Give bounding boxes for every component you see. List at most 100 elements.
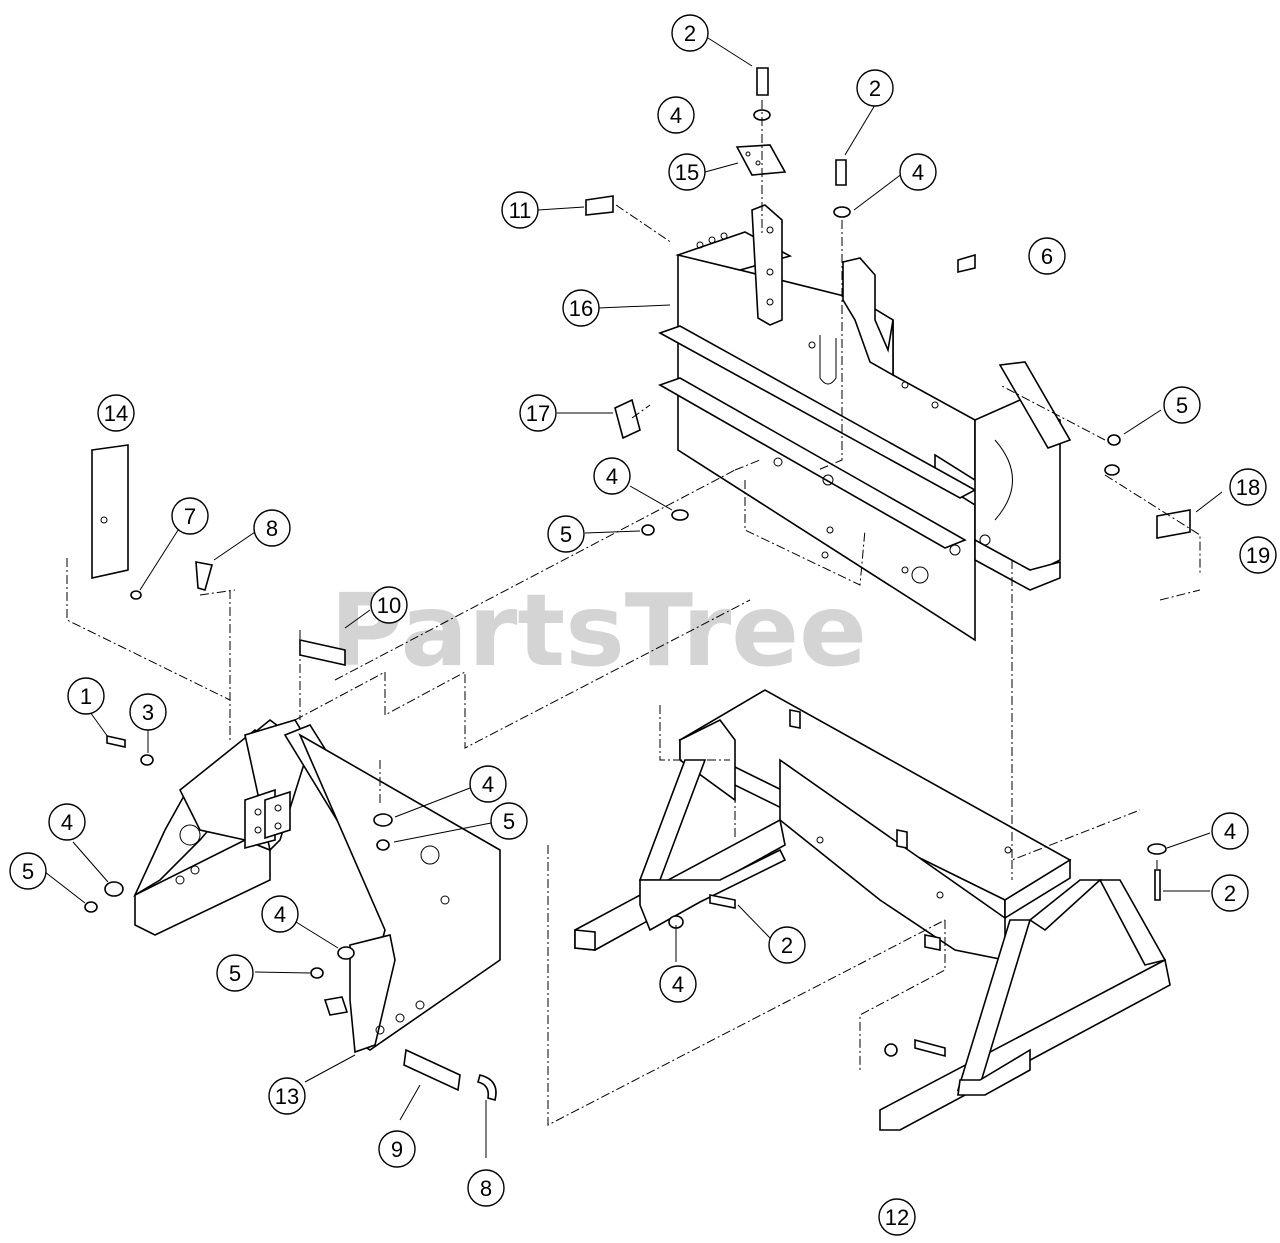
callout-circle (97, 394, 135, 432)
callout-c1: 1 (67, 677, 105, 715)
callout-number: 1 (80, 684, 92, 709)
callout-c2-right-top: 2 (856, 69, 894, 107)
callout-circle (370, 586, 408, 624)
callout-c2-top: 2 (671, 14, 709, 52)
callout-circle (878, 1198, 916, 1236)
callout-circle (48, 803, 86, 841)
callout-circle (768, 926, 806, 964)
callout-circle (501, 191, 539, 229)
callout-c4-left: 4 (48, 803, 86, 841)
left-saddle (133, 718, 501, 1054)
callout-c14: 14 (97, 394, 135, 432)
callout-c16: 16 (562, 289, 600, 327)
callout-number: 16 (569, 296, 593, 321)
callout-circle (467, 1169, 505, 1207)
hardware-left (84, 444, 497, 1101)
callout-number: 4 (482, 772, 494, 797)
stand-assembly (574, 689, 1171, 1131)
callout-number: 5 (22, 859, 34, 884)
callout-number: 19 (1246, 543, 1270, 568)
callout-number: 6 (1041, 244, 1053, 269)
bracket-assembly (658, 204, 1072, 642)
callout-number: 4 (912, 160, 924, 185)
callout-c5-mid: 5 (547, 515, 585, 553)
callout-c5-bottom-left: 5 (216, 954, 254, 992)
callout-number: 12 (885, 1205, 909, 1230)
callout-number: 5 (560, 522, 572, 547)
callout-c5-right: 5 (1163, 386, 1201, 424)
callout-number: 4 (672, 972, 684, 997)
callout-number: 8 (266, 516, 278, 541)
callout-circle (547, 515, 585, 553)
callout-number: 7 (184, 504, 196, 529)
callout-circle (253, 509, 291, 547)
callout-number: 17 (526, 401, 550, 426)
callout-circle (129, 693, 167, 731)
callout-circle (1028, 237, 1066, 275)
callout-number: 5 (229, 961, 241, 986)
callout-circle (856, 69, 894, 107)
assembly-lines (66, 100, 1201, 1126)
callout-c4-bottom-center: 4 (659, 965, 697, 1003)
callout-circle (1229, 468, 1267, 506)
callout-c4-mid: 4 (593, 457, 631, 495)
callout-circle (1239, 536, 1277, 574)
callout-c5-left: 5 (9, 852, 47, 890)
callout-number: 2 (684, 21, 696, 46)
callout-number: 8 (480, 1176, 492, 1201)
callout-c10: 10 (370, 586, 408, 624)
callout-circle (490, 802, 528, 840)
callout-circle (562, 289, 600, 327)
callout-number: 4 (274, 902, 286, 927)
callout-c4-center: 4 (469, 765, 507, 803)
callout-c5-center: 5 (490, 802, 528, 840)
callout-circle (519, 394, 557, 432)
callout-c4-top: 4 (657, 96, 695, 134)
callout-c8-bottom: 8 (467, 1169, 505, 1207)
callout-c2-bottom-center: 2 (768, 926, 806, 964)
callout-number: 14 (104, 401, 128, 426)
callout-circle (668, 153, 706, 191)
callout-number: 10 (377, 593, 401, 618)
callout-number: 2 (781, 933, 793, 958)
callout-c18: 18 (1229, 468, 1267, 506)
callout-c7: 7 (171, 497, 209, 535)
callout-circle (1211, 874, 1249, 912)
watermark: PartsTree (330, 572, 867, 689)
callout-c9: 9 (378, 1130, 416, 1168)
callout-circle (9, 852, 47, 890)
callout-circle (671, 14, 709, 52)
callout-circle (216, 954, 254, 992)
callout-c12: 12 (878, 1198, 916, 1236)
callout-circle (1163, 386, 1201, 424)
leader-lines (44, 37, 1223, 1158)
callout-c4-lower-right: 4 (1211, 812, 1249, 850)
callout-circle (261, 895, 299, 933)
callout-circle (1211, 812, 1249, 850)
callout-number: 11 (509, 198, 532, 223)
callout-c15: 15 (668, 153, 706, 191)
callout-number: 4 (606, 464, 618, 489)
callout-c2-lower-right: 2 (1211, 874, 1249, 912)
callout-number: 2 (1224, 881, 1236, 906)
callout-c8-top: 8 (253, 509, 291, 547)
callout-circle (899, 153, 937, 191)
callout-circle (67, 677, 105, 715)
callout-number: 4 (670, 103, 682, 128)
callout-number: 3 (142, 700, 154, 725)
callout-number: 9 (391, 1137, 403, 1162)
callout-c4-bottom-left: 4 (261, 895, 299, 933)
hardware-top (585, 67, 1191, 539)
callout-number: 4 (1224, 819, 1236, 844)
callout-number: 15 (675, 160, 699, 185)
callout-number: 5 (503, 809, 515, 834)
callout-c6: 6 (1028, 237, 1066, 275)
callout-number: 13 (275, 1084, 299, 1109)
callout-circle (469, 765, 507, 803)
callout-c13: 13 (268, 1077, 306, 1115)
callout-c4-right-top: 4 (899, 153, 937, 191)
callout-number: 18 (1236, 475, 1260, 500)
callout-circle (657, 96, 695, 134)
